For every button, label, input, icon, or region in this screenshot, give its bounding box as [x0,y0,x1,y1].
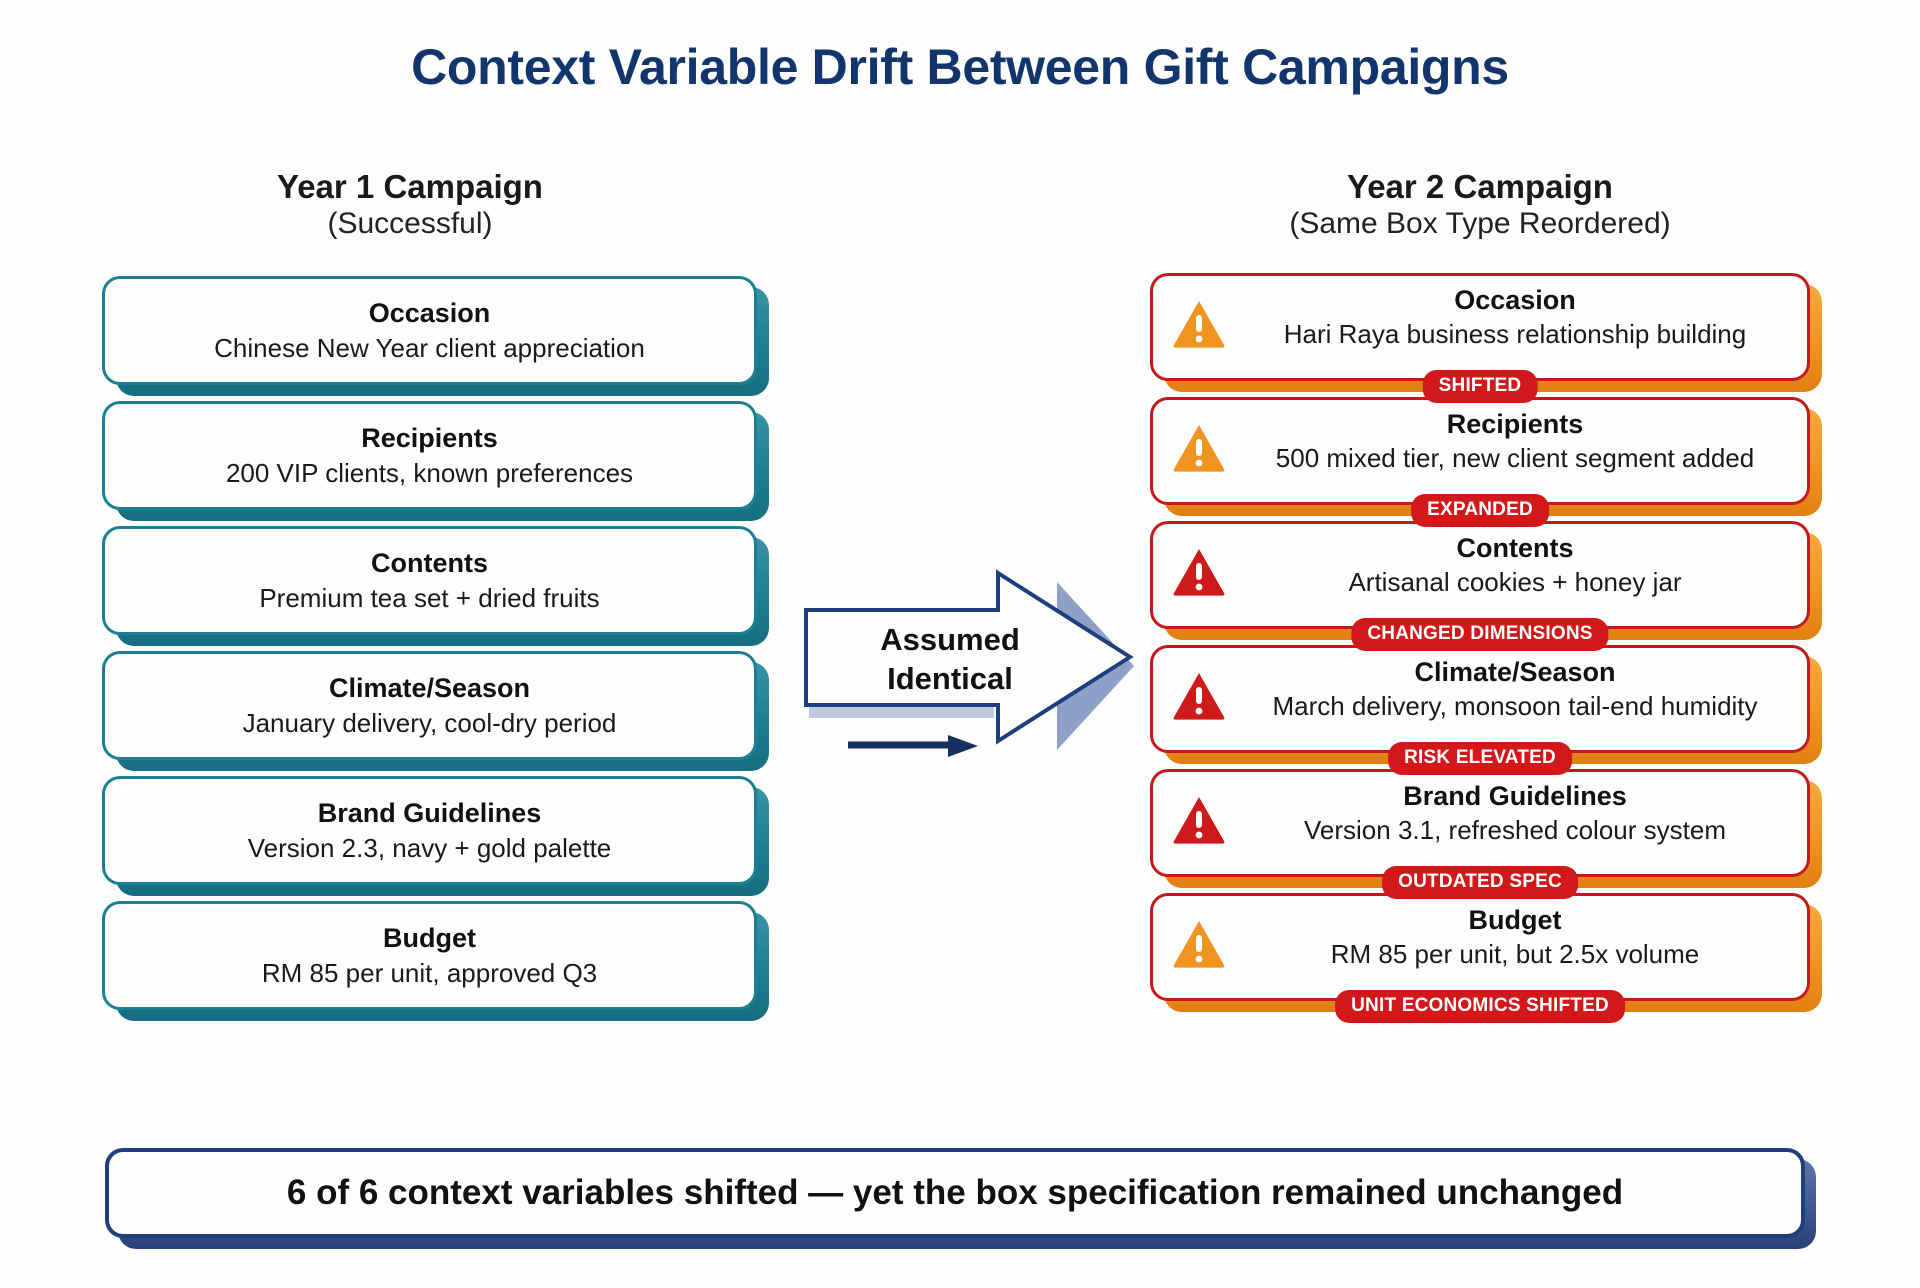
card-face: Climate/Season January delivery, cool-dr… [102,651,757,760]
column-heading-year2: Year 2 Campaign (Same Box Type Reordered… [1150,168,1810,242]
warning-triangle-orange-icon [1173,921,1225,968]
year1-heading: Year 1 Campaign [277,168,543,205]
year2-card-list: Occasion Hari Raya business relationship… [1150,273,1822,1023]
year1-card-list: Occasion Chinese New Year client appreci… [102,276,769,1026]
card-title: Occasion [368,297,491,328]
page-title: Context Variable Drift Between Gift Camp… [411,39,1509,95]
summary-banner: 6 of 6 context variables shifted — yet t… [105,1148,1816,1249]
banner-text: 6 of 6 context variables shifted — yet t… [286,1173,1624,1212]
card-title: Recipients [1446,409,1584,439]
status-badge: RISK ELEVATED [1388,742,1572,775]
card-description: RM 85 per unit, approved Q3 [261,957,598,988]
status-badge: CHANGED DIMENSIONS [1351,618,1609,651]
card-description: January delivery, cool-dry period [242,707,617,738]
block-arrow-icon [804,569,1134,757]
card-description: Premium tea set + dried fruits [259,582,600,613]
warning-triangle-orange-icon [1173,301,1225,348]
card-description: Version 2.3, navy + gold palette [247,832,612,863]
card-description: 200 VIP clients, known preferences [225,457,634,488]
card-text: Occasion Hari Raya business relationship… [1234,284,1796,350]
year1-card: Recipients 200 VIP clients, known prefer… [102,401,769,521]
status-badge: EXPANDED [1411,494,1549,527]
year1-card: Contents Premium tea set + dried fruits [102,526,769,646]
card-text: Brand Guidelines Version 3.1, refreshed … [1234,780,1796,846]
card-text: Budget RM 85 per unit, but 2.5x volume [1234,904,1796,970]
banner-face: 6 of 6 context variables shifted — yet t… [105,1148,1805,1238]
card-face: Brand Guidelines Version 2.3, navy + gol… [102,776,757,885]
year1-card: Occasion Chinese New Year client appreci… [102,276,769,396]
card-title: Budget [383,922,476,953]
status-badge: OUTDATED SPEC [1382,866,1578,899]
card-title: Climate/Season [1414,657,1616,687]
status-badge: SHIFTED [1422,370,1538,403]
year2-card: Contents Artisanal cookies + honey jar C… [1150,521,1822,651]
year2-card: Budget RM 85 per unit, but 2.5x volume U… [1150,893,1822,1023]
year1-subheading: (Successful) [327,207,493,241]
card-description: Hari Raya business relationship building [1283,318,1747,349]
card-text: Recipients 500 mixed tier, new client se… [1234,408,1796,474]
year2-card: Climate/Season March delivery, monsoon t… [1150,645,1822,775]
card-text: Contents Artisanal cookies + honey jar [1234,532,1796,598]
card-description: March delivery, monsoon tail-end humidit… [1272,690,1758,721]
year1-card: Budget RM 85 per unit, approved Q3 [102,901,769,1021]
card-face: Budget RM 85 per unit, approved Q3 [102,901,757,1010]
year2-card: Recipients 500 mixed tier, new client se… [1150,397,1822,527]
year1-card: Brand Guidelines Version 2.3, navy + gol… [102,776,769,896]
card-description: Chinese New Year client appreciation [214,332,645,363]
card-title: Budget [1468,905,1562,935]
assumed-identical-arrow: Assumed Identical [800,565,1145,785]
card-title: Contents [371,547,488,578]
year1-card: Climate/Season January delivery, cool-dr… [102,651,769,771]
card-title: Brand Guidelines [1403,781,1627,811]
year2-heading: Year 2 Campaign [1347,168,1613,205]
card-description: Version 3.1, refreshed colour system [1304,814,1726,845]
year2-card: Occasion Hari Raya business relationship… [1150,273,1822,403]
warning-triangle-red-icon [1173,549,1225,596]
card-title: Occasion [1454,285,1576,315]
column-heading-year1: Year 1 Campaign (Successful) [85,168,735,242]
year2-card: Brand Guidelines Version 3.1, refreshed … [1150,769,1822,899]
card-title: Recipients [361,422,498,453]
card-description: Artisanal cookies + honey jar [1348,566,1682,597]
warning-triangle-red-icon [1173,673,1225,720]
status-badge: UNIT ECONOMICS SHIFTED [1335,990,1625,1023]
card-description: 500 mixed tier, new client segment added [1275,442,1755,473]
warning-triangle-red-icon [1173,797,1225,844]
card-title: Contents [1456,533,1574,563]
card-face [1150,769,1810,877]
card-title: Brand Guidelines [317,797,542,828]
card-title: Climate/Season [328,672,531,703]
year2-subheading: (Same Box Type Reordered) [1289,207,1671,241]
card-face: Contents Premium tea set + dried fruits [102,526,757,635]
card-face: Occasion Chinese New Year client appreci… [102,276,757,385]
card-description: RM 85 per unit, but 2.5x volume [1330,938,1700,969]
card-face: Recipients 200 VIP clients, known prefer… [102,401,757,510]
card-text: Climate/Season March delivery, monsoon t… [1234,656,1796,722]
warning-triangle-orange-icon [1173,425,1225,472]
